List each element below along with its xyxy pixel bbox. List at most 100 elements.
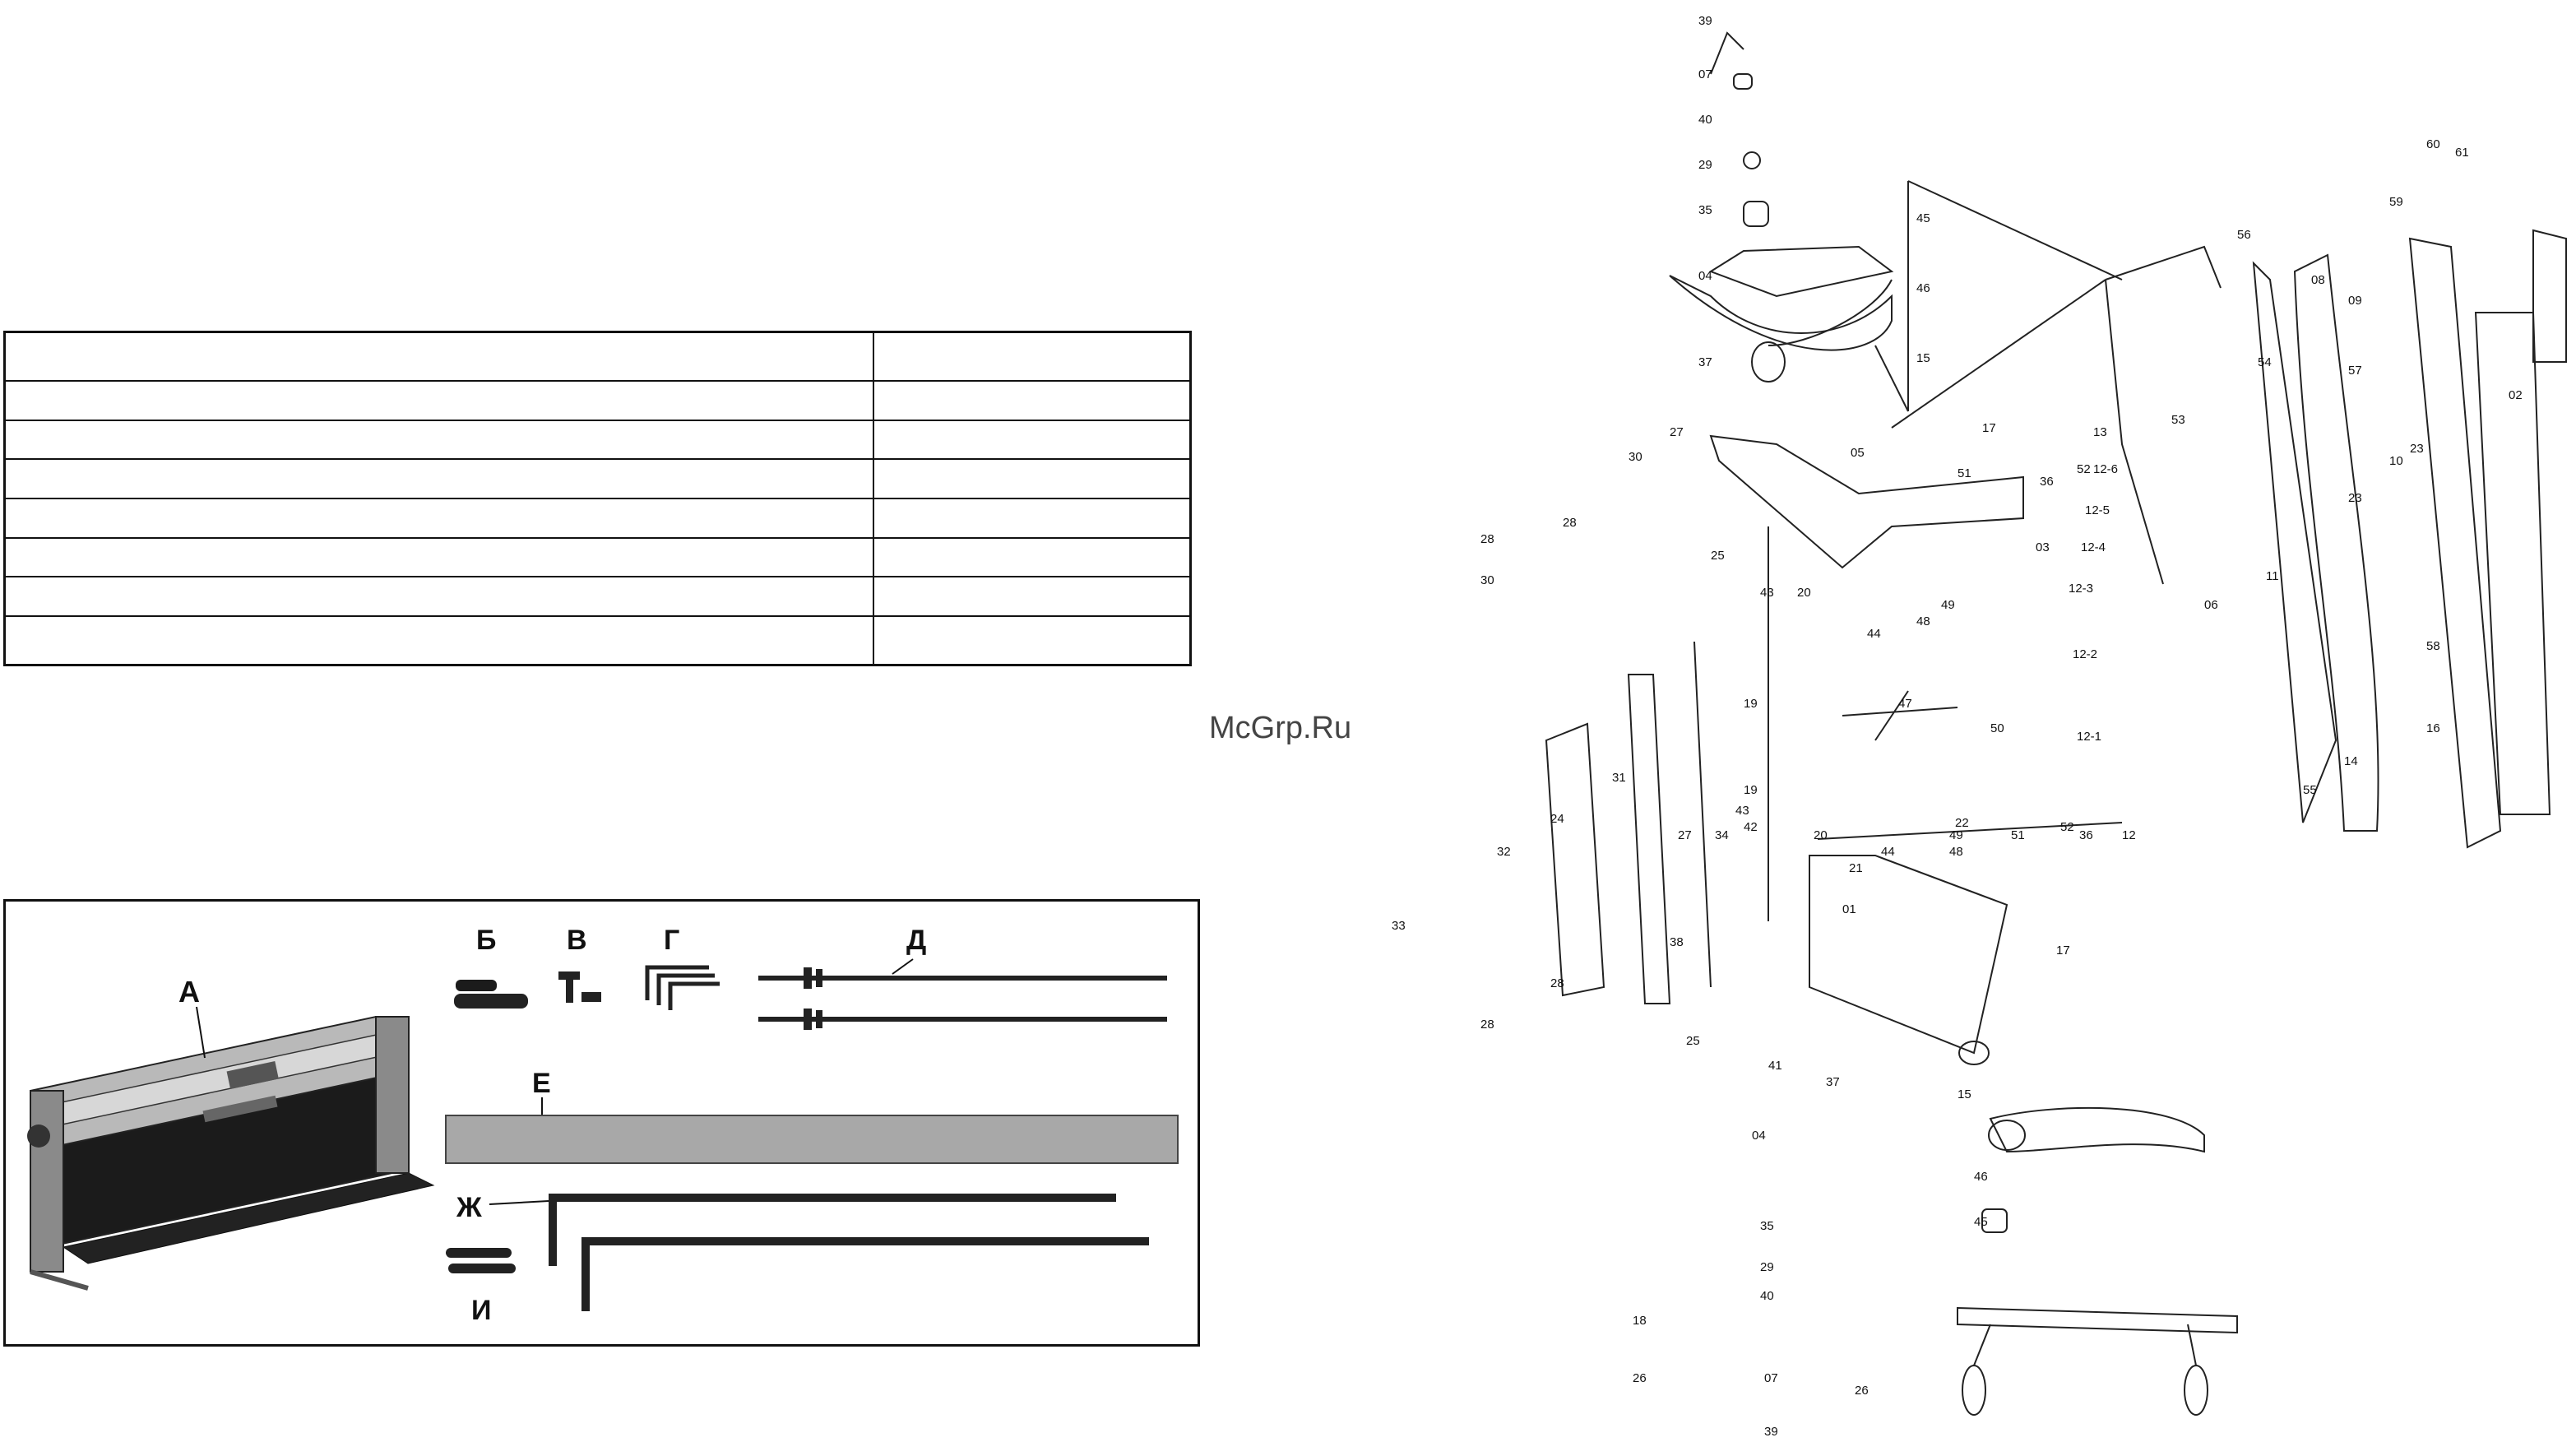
part-number: 12-1 bbox=[2077, 730, 2101, 744]
part-number: 03 bbox=[2036, 540, 2050, 554]
part-number: 40 bbox=[1698, 113, 1712, 127]
part-number: 20 bbox=[1797, 586, 1811, 600]
part-number: 43 bbox=[1760, 586, 1774, 600]
table-cell bbox=[3, 380, 874, 421]
part-number: 35 bbox=[1698, 203, 1712, 217]
kit-contents-figure: А Б В Г Д bbox=[3, 899, 1200, 1347]
table-row bbox=[3, 380, 1192, 421]
label-b: Б bbox=[476, 925, 496, 956]
part-number: 35 bbox=[1760, 1219, 1774, 1233]
part-number: 05 bbox=[1851, 446, 1865, 460]
table-cell bbox=[3, 536, 874, 578]
part-number-labels: 39 07 40 29 35 04 37 27 45 46 15 05 30 2… bbox=[1392, 14, 2523, 1439]
table-cell bbox=[873, 458, 1192, 499]
part-number: 02 bbox=[2509, 388, 2523, 402]
part-number: 37 bbox=[1698, 355, 1712, 369]
part-number: 25 bbox=[1711, 549, 1725, 563]
table-cell bbox=[873, 419, 1192, 461]
spec-table bbox=[3, 331, 1192, 666]
part-number: 26 bbox=[1633, 1371, 1647, 1385]
part-number: 12-3 bbox=[2069, 582, 2093, 596]
table-cell bbox=[873, 536, 1192, 578]
part-number: 50 bbox=[1990, 721, 2004, 735]
part-number: 46 bbox=[1974, 1170, 1988, 1184]
label-d: Д bbox=[906, 925, 926, 956]
part-number: 28 bbox=[1480, 1018, 1494, 1032]
part-number: 45 bbox=[1974, 1215, 1988, 1229]
part-number: 44 bbox=[1867, 627, 1881, 641]
part-number: 60 bbox=[2426, 137, 2440, 151]
part-number: 15 bbox=[1957, 1087, 1971, 1101]
part-number: 14 bbox=[2344, 754, 2358, 768]
part-number: 36 bbox=[2079, 828, 2093, 842]
part-number: 23 bbox=[2410, 442, 2424, 456]
part-number: 44 bbox=[1881, 845, 1895, 859]
part-number: 10 bbox=[2389, 454, 2403, 468]
diagram-lines bbox=[1545, 31, 2567, 1416]
part-number: 51 bbox=[1957, 466, 1971, 480]
part-number: 12-2 bbox=[2073, 647, 2097, 661]
watermark: McGrp.Ru bbox=[1209, 711, 1352, 745]
label-a: А bbox=[178, 975, 200, 1009]
part-number: 29 bbox=[1760, 1260, 1774, 1274]
part-number: 12 bbox=[2122, 828, 2136, 842]
table-row bbox=[3, 497, 1192, 539]
table-cell bbox=[873, 497, 1192, 539]
part-number: 26 bbox=[1855, 1384, 1869, 1398]
part-number: 20 bbox=[1814, 828, 1828, 842]
table-row bbox=[3, 614, 1192, 666]
label-v: В bbox=[567, 925, 587, 956]
part-number: 13 bbox=[2093, 425, 2107, 439]
table-cell bbox=[3, 497, 874, 539]
part-number: 53 bbox=[2171, 413, 2185, 427]
part-number: 54 bbox=[2258, 355, 2272, 369]
part-number: 22 bbox=[1955, 816, 1969, 830]
part-number: 27 bbox=[1678, 828, 1692, 842]
table-row bbox=[3, 536, 1192, 578]
table-row bbox=[3, 458, 1192, 499]
part-number: 18 bbox=[1633, 1314, 1647, 1328]
label-i: И bbox=[471, 1295, 491, 1326]
part-number: 08 bbox=[2311, 273, 2325, 287]
part-number: 36 bbox=[2040, 475, 2054, 489]
part-number: 28 bbox=[1550, 976, 1564, 990]
part-number: 52 bbox=[2060, 820, 2074, 834]
part-number: 55 bbox=[2303, 783, 2317, 797]
part-number: 47 bbox=[1898, 697, 1912, 711]
part-number: 17 bbox=[2056, 944, 2070, 958]
part-number: 58 bbox=[2426, 639, 2440, 653]
label-zh: Ж bbox=[456, 1192, 482, 1223]
machine-image bbox=[27, 1015, 435, 1291]
part-number: 49 bbox=[1949, 828, 1963, 842]
table-cell bbox=[873, 331, 1192, 383]
part-number: 16 bbox=[2426, 721, 2440, 735]
rods-part-d bbox=[758, 958, 1167, 1030]
part-number: 48 bbox=[1916, 614, 1930, 628]
part-number: 19 bbox=[1744, 697, 1758, 711]
table-cell bbox=[873, 614, 1192, 666]
part-number: 04 bbox=[1698, 269, 1712, 283]
part-number: 04 bbox=[1752, 1129, 1766, 1143]
part-number: 30 bbox=[1629, 450, 1642, 464]
part-number: 59 bbox=[2389, 195, 2403, 209]
part-number: 56 bbox=[2237, 228, 2251, 242]
label-g: Г bbox=[664, 925, 679, 956]
part-number: 27 bbox=[1670, 425, 1684, 439]
part-number: 01 bbox=[1842, 902, 1856, 916]
part-number: 32 bbox=[1497, 845, 1511, 859]
part-number: 11 bbox=[2266, 569, 2279, 583]
part-number: 09 bbox=[2348, 294, 2362, 308]
table-cell bbox=[3, 458, 874, 499]
part-number: 49 bbox=[1941, 598, 1955, 612]
part-number: 17 bbox=[1982, 421, 1996, 435]
part-number: 12-4 bbox=[2081, 540, 2106, 554]
part-number: 57 bbox=[2348, 364, 2362, 378]
brackets-part-zh bbox=[549, 1194, 1149, 1311]
part-number: 19 bbox=[1744, 783, 1758, 797]
table-cell bbox=[3, 419, 874, 461]
part-number: 42 bbox=[1744, 820, 1758, 834]
part-number: 43 bbox=[1735, 804, 1749, 818]
kit-contents-drawing: А Б В Г Д bbox=[27, 925, 1179, 1326]
table-cell bbox=[3, 331, 874, 383]
handles-part-i bbox=[446, 1248, 516, 1273]
